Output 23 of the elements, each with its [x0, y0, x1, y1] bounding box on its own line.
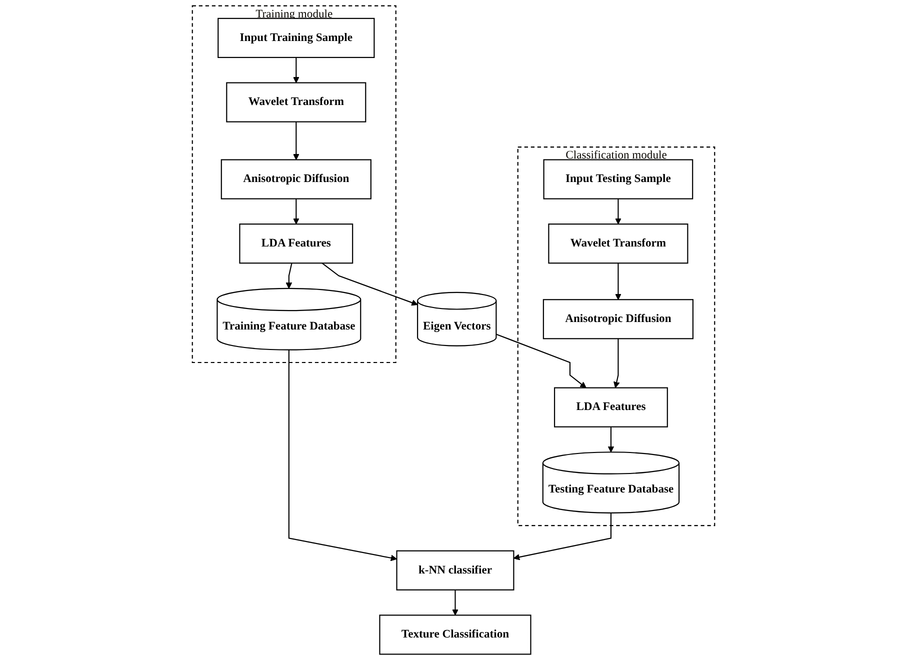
arrow [292, 122, 300, 160]
node-box: Input Training Sample [218, 18, 375, 58]
node-box: Anisotropic Diffusion [542, 299, 694, 340]
node-box: Input Testing Sample [543, 159, 694, 200]
node-box: Wavelet Transform [548, 224, 688, 264]
arrow [496, 334, 586, 388]
arrow [452, 590, 458, 616]
node-box: Anisotropic Diffusion [220, 159, 372, 200]
arrow [615, 198, 622, 224]
arrow [615, 263, 622, 300]
arrow [286, 263, 292, 289]
node-box: Wavelet Transform [226, 82, 366, 122]
arrow [288, 350, 398, 562]
arrow [292, 198, 300, 224]
arrow [608, 426, 614, 452]
node-box: LDA Features [239, 224, 354, 264]
node-box: k-NN classifier [396, 550, 514, 590]
arrow [614, 338, 620, 388]
arrow [513, 512, 612, 560]
arrow [322, 262, 418, 306]
arrow [292, 57, 300, 84]
node-box: Texture Classification [379, 614, 532, 655]
node-box: LDA Features [554, 387, 668, 428]
